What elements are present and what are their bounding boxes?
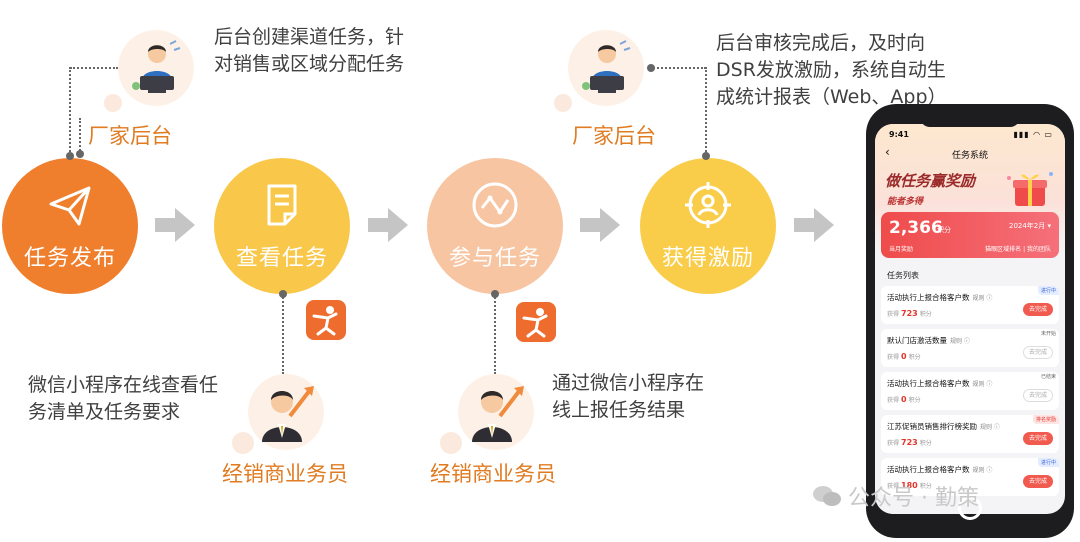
note-reward: 后台审核完成后，及时向 DSR发放激励，系统自动生 成统计报表（Web、App） [716,32,947,108]
status-badge: 已结束 [1040,374,1056,380]
complete-button[interactable]: 去完成 [1023,346,1053,359]
document-icon [267,184,297,226]
rule-link[interactable]: 规则 ⓘ [950,338,970,345]
status-badge: 未开始 [1040,331,1056,337]
office-worker-avatar [582,40,631,93]
step-join: 参与任务 [427,158,563,294]
rule-link[interactable]: 规则 ⓘ [980,424,1000,431]
step-reward: 获得激励 [640,158,776,294]
connector-dot [279,290,287,298]
decor-dot [232,432,254,454]
task-name: 默认门店激活数量规则 ⓘ [887,336,970,345]
banner-subtitle: 能者多得 [887,197,924,207]
decor-dot [104,94,122,112]
paper-plane-icon [49,186,91,226]
salesman-avatar [262,386,314,442]
status-badge: 进行中 [1037,458,1059,467]
decor-dot [440,432,462,454]
task-name: 活动执行上报合格客户数规则 ⓘ [887,293,993,302]
watermark: 公众号 · 勤策 [848,486,979,511]
connector-line [69,67,71,155]
home-button[interactable] [958,496,982,520]
arrow-right-icon [794,208,834,242]
graph-nodes-icon [472,182,518,228]
step-label: 任务发布 [23,246,116,271]
complete-button[interactable]: 去完成 [1023,389,1053,402]
step-label: 获得激励 [661,246,754,271]
nav-title: 任务系统 [951,151,988,161]
office-worker-avatar [132,40,181,93]
mini-program-logo [306,300,346,340]
banner-title: 做任务赢奖励 [885,172,976,190]
complete-button[interactable]: 去完成 [1023,432,1053,445]
phone-mockup: 9:41 ▮▮▮ ◠ ▭ ‹ 任务系统 做任务赢奖励 能者多得 2,366 积分… [866,104,1074,538]
arrow-right-icon [580,208,620,242]
back-icon[interactable]: ‹ [885,145,890,159]
role-factory-backend: 厂家后台 [572,124,656,148]
phone-screen: 9:41 ▮▮▮ ◠ ▭ ‹ 任务系统 做任务赢奖励 能者多得 2,366 积分… [875,124,1065,514]
step-label: 查看任务 [235,246,328,271]
mini-program-logo [516,302,556,342]
connector-line [70,67,118,69]
step-view: 查看任务 [214,158,350,294]
role-dealer-salesman: 经销商业务员 [222,462,348,486]
rule-link[interactable]: 规则 ⓘ [972,295,993,302]
note-join: 通过微信小程序在 线上报任务结果 [552,372,705,421]
complete-button[interactable]: 去完成 [1023,303,1053,316]
rule-link[interactable]: 规则 ⓘ [972,467,993,474]
task-name: 活动执行上报合格客户数规则 ⓘ [887,379,993,388]
month-select[interactable]: 2024年2月 ▾ [1008,222,1051,230]
status-badge: 排名奖励 [1032,415,1059,424]
connector-dot [66,152,74,160]
task-list-title: 任务列表 [887,271,919,280]
rule-link[interactable]: 规则 ⓘ [972,381,993,388]
connector-dot [76,150,84,158]
task-name: 活动执行上报合格客户数规则 ⓘ [887,465,993,474]
connector-line [650,67,706,69]
connector-line [705,67,707,155]
complete-button[interactable]: 去完成 [1023,475,1053,488]
connector-line [282,294,284,374]
arrow-right-icon [368,208,408,242]
points-card: 2,366 积分 2024年2月 ▾ 当月奖励 猫眼区域排名 | 我的团队 [881,212,1059,258]
arrow-right-icon [155,208,195,242]
connector-dot [702,152,710,160]
gift-box-icon [1007,172,1053,206]
connector-line [494,294,496,374]
decor-dot [554,94,572,112]
note-publish: 后台创建渠道任务，针 对销售或区域分配任务 [214,26,405,75]
salesman-avatar [472,386,524,442]
note-view: 微信小程序在线查看任 务清单及任务要求 [28,374,219,423]
step-publish: 任务发布 [2,158,138,294]
connector-dot [647,64,655,72]
avatar-background [118,30,194,106]
avatar-background [568,30,644,106]
status-time: 9:41 [889,130,909,139]
ranking-links[interactable]: 猫眼区域排名 | 我的团队 [985,246,1051,253]
connector-line [79,118,81,154]
monthly-reward-label: 当月奖励 [889,246,914,253]
status-icons: ▮▮▮ ◠ ▭ [1013,130,1053,139]
phone-notch [920,113,1020,127]
wechat-icon [813,486,841,506]
points-unit: 积分 [937,226,951,234]
target-person-icon [685,182,731,228]
points-value: 2,366 [889,218,943,238]
step-label: 参与任务 [448,246,541,271]
task-name: 江苏促销员销售排行榜奖励规则 ⓘ [887,422,1000,431]
status-badge: 进行中 [1037,286,1059,295]
role-factory-backend: 厂家后台 [88,124,172,148]
connector-dot [491,290,499,298]
role-dealer-salesman: 经销商业务员 [430,462,556,486]
